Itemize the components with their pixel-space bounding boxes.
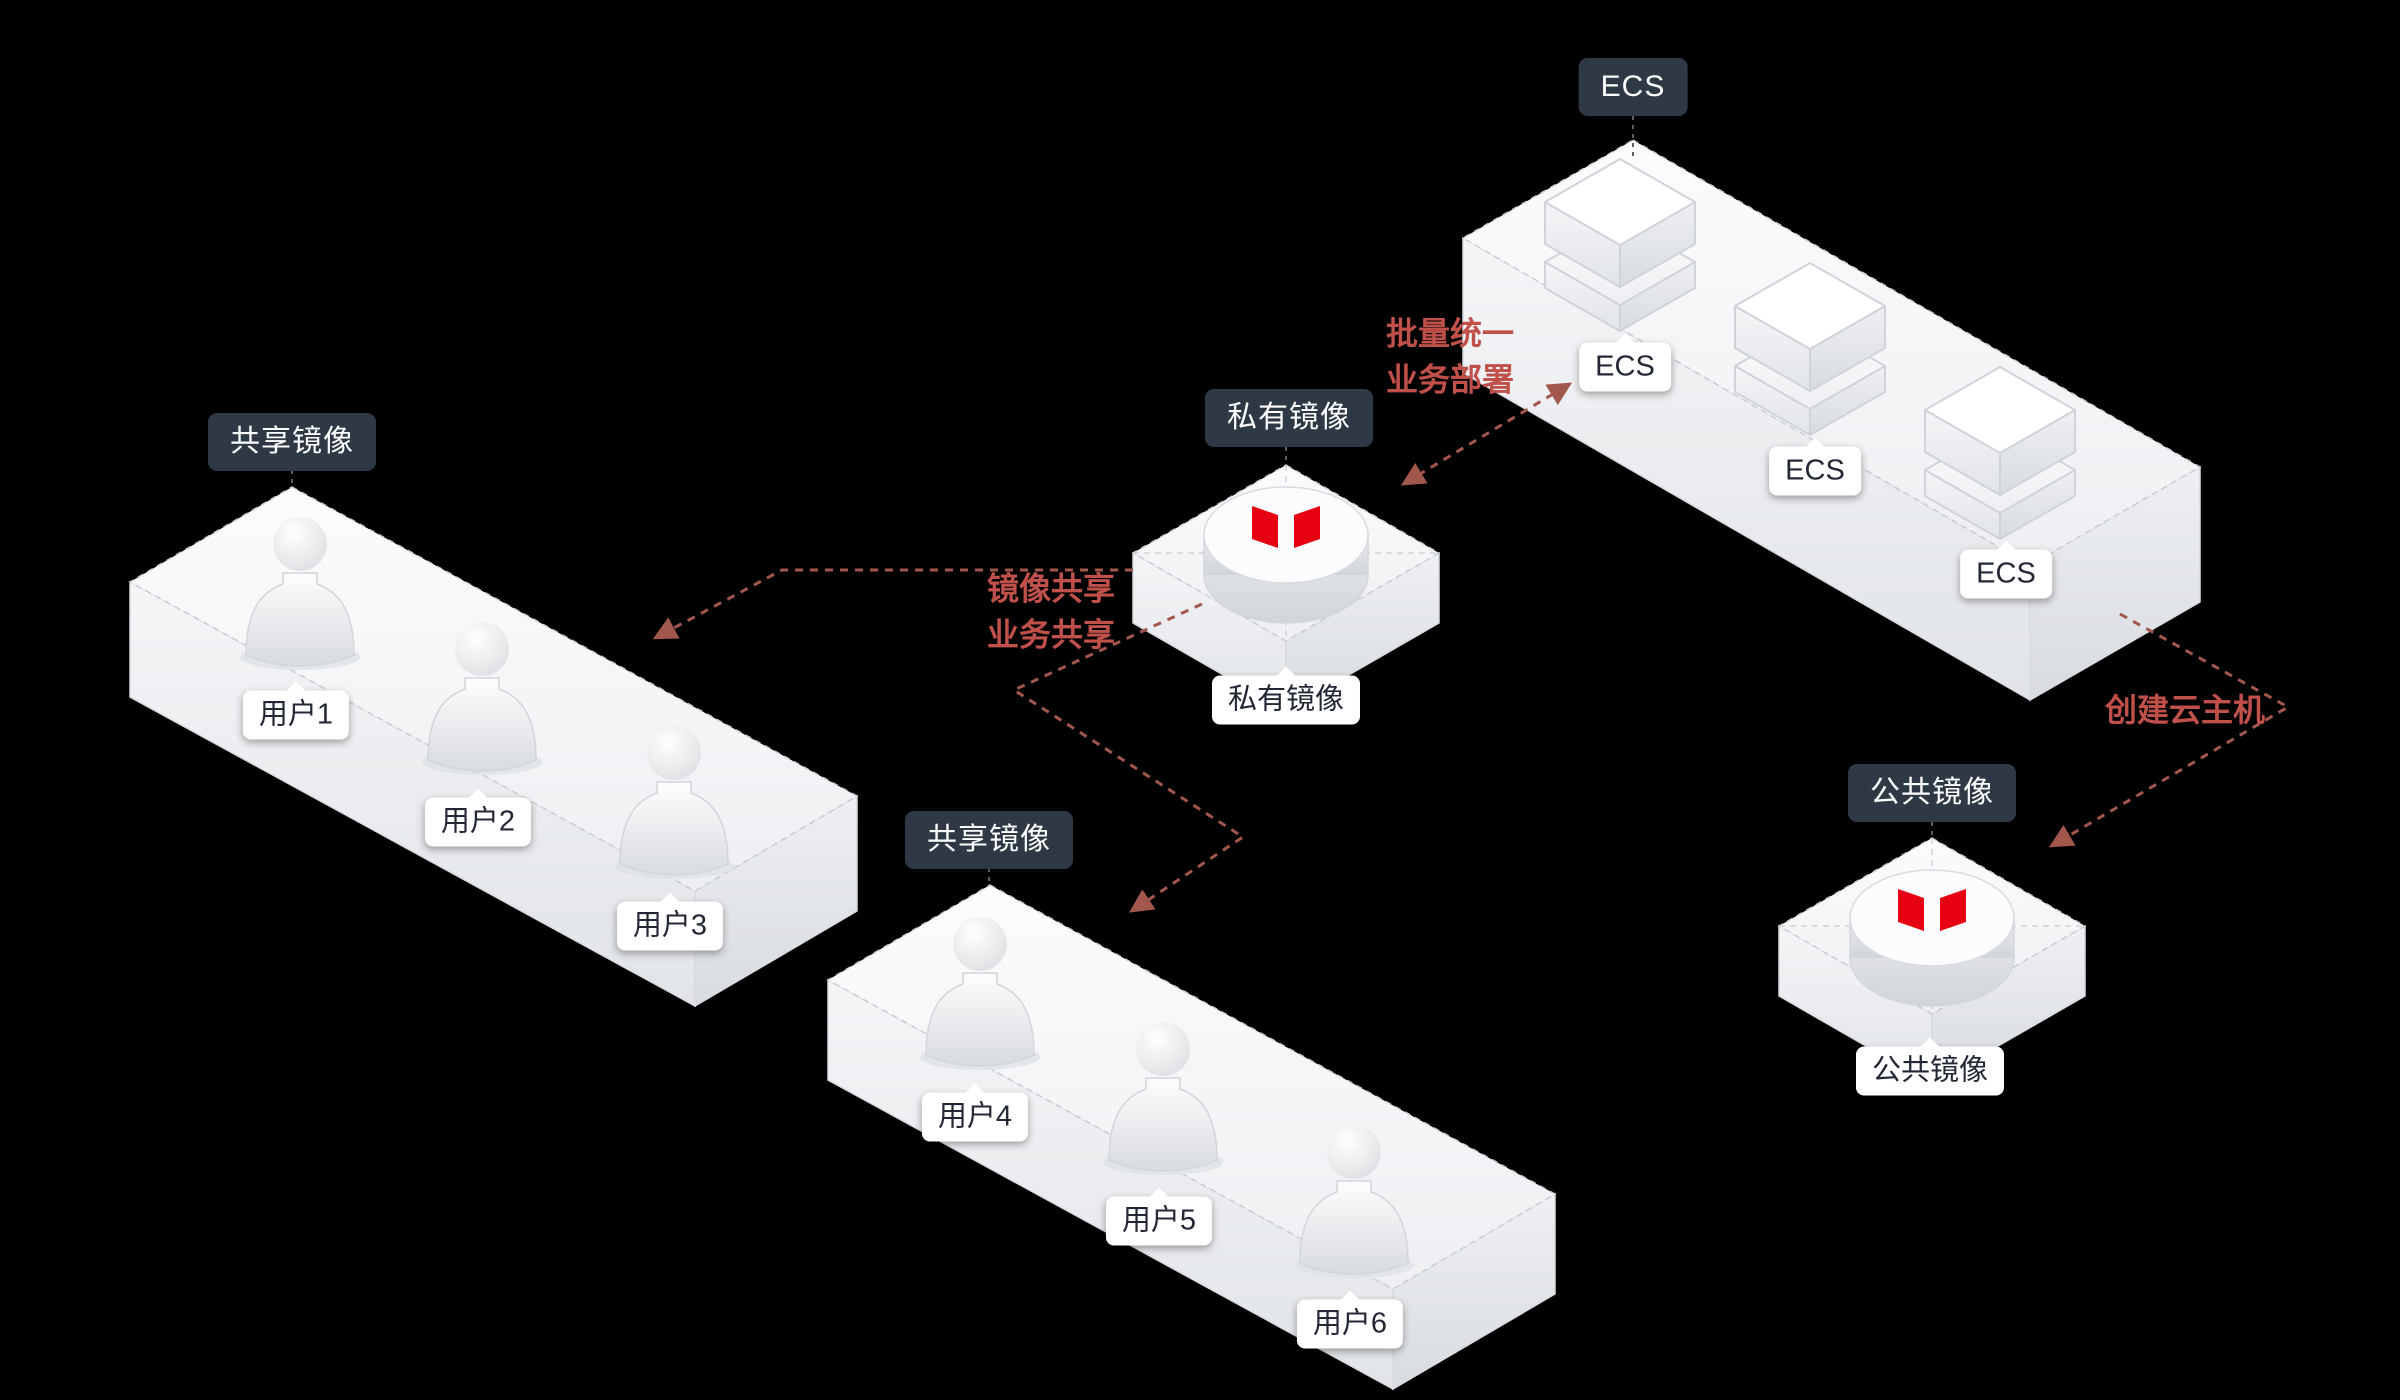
edge-label-share: 镜像共享 业务共享 xyxy=(987,566,1115,659)
public-image-disk-icon xyxy=(1849,869,2015,1007)
edge-label-create-host: 创建云主机 xyxy=(2105,687,2265,733)
user-5-tag: 用户5 xyxy=(1105,1196,1213,1246)
edge-label-line: 业务共享 xyxy=(986,617,1116,653)
edge-share-to-group-1 xyxy=(652,568,1133,640)
relation-edges xyxy=(652,382,2292,913)
ecs-server-2-tag: ECS xyxy=(1769,446,1861,496)
private-image-disk-icon xyxy=(1203,486,1369,624)
shared-platform-2 xyxy=(826,884,1557,1391)
user-4-tag: 用户4 xyxy=(921,1092,1029,1142)
shared-group-2-label: 共享镜像 xyxy=(905,811,1073,869)
private-image-tag: 私有镜像 xyxy=(1211,675,1361,725)
public-image-tag: 公共镜像 xyxy=(1855,1046,2005,1096)
shared-group-1-label: 共享镜像 xyxy=(208,413,376,471)
edge-create-host xyxy=(2048,612,2292,848)
user-1-tag: 用户1 xyxy=(242,690,350,740)
edge-label-line: 镜像共享 xyxy=(986,570,1116,607)
label-connectors xyxy=(291,116,1933,885)
edge-label-line: 创建云主机 xyxy=(2104,691,2266,728)
private-image-label: 私有镜像 xyxy=(1205,389,1373,447)
edge-label-batch-deploy: 批量统一 业务部署 xyxy=(1386,311,1514,404)
user-6-tag: 用户6 xyxy=(1296,1299,1404,1349)
edge-share-to-group-2 xyxy=(1010,602,1246,913)
user-3-tag: 用户3 xyxy=(616,901,724,951)
edge-label-line: 业务部署 xyxy=(1385,362,1515,398)
edge-batch-deploy xyxy=(1400,382,1573,486)
ecs-server-1-tag: ECS xyxy=(1579,342,1671,392)
ecs-server-3-tag: ECS xyxy=(1960,549,2052,599)
ecs-group-label: ECS xyxy=(1578,58,1688,116)
edge-label-line: 批量统一 xyxy=(1385,315,1515,352)
user-2-tag: 用户2 xyxy=(424,797,532,847)
public-image-label: 公共镜像 xyxy=(1848,764,2016,822)
